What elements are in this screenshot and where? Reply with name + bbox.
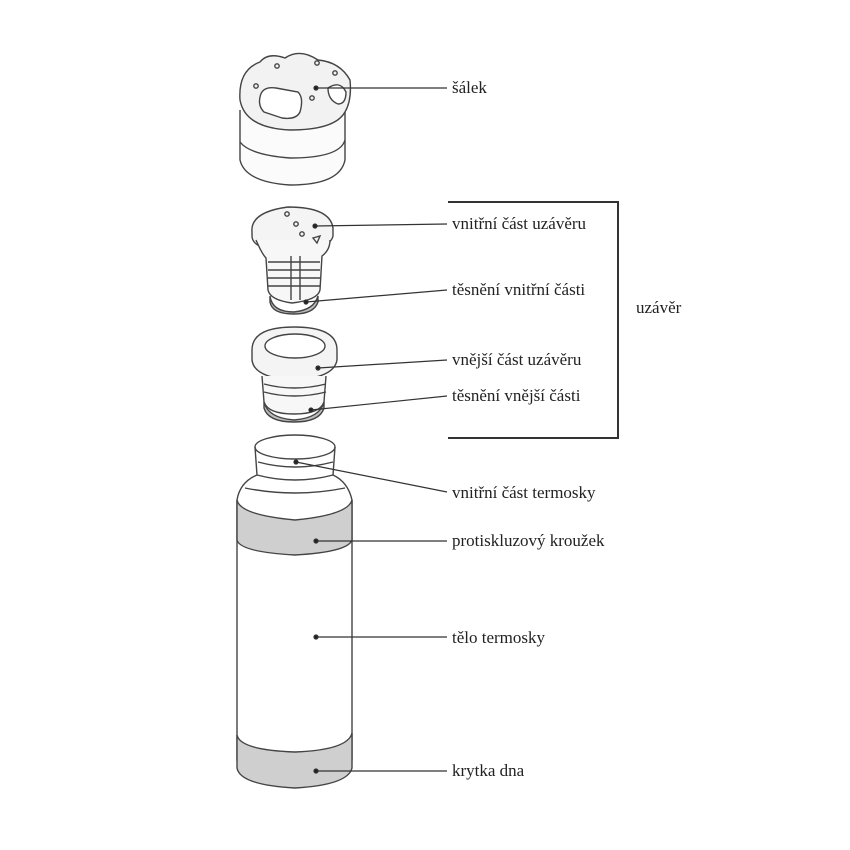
- label-protiskluzovy-krouzek: protiskluzový kroužek: [452, 531, 605, 550]
- bottle-part: [236, 434, 353, 789]
- inner-cap-part: [251, 206, 334, 315]
- label-vnitrni-cast-uzaveru: vnitřní část uzávěru: [452, 214, 587, 233]
- label-vnejsi-cast-uzaveru: vnější část uzávěru: [452, 350, 582, 369]
- label-tesneni-vnitrni-casti: těsnění vnitřní části: [452, 280, 586, 299]
- label-salek: šálek: [452, 78, 487, 97]
- label-telo-termosky: tělo termosky: [452, 628, 546, 647]
- cap-group-bracket: [448, 201, 619, 439]
- label-tesneni-vnejsi-casti: těsnění vnější části: [452, 386, 581, 405]
- outer-cap-part: [251, 326, 338, 423]
- label-krytka-dna: krytka dna: [452, 761, 525, 780]
- cup-part: [239, 52, 352, 186]
- label-uzaver-group: uzávěr: [636, 298, 682, 317]
- label-vnitrni-cast-termosky: vnitřní část termosky: [452, 483, 596, 502]
